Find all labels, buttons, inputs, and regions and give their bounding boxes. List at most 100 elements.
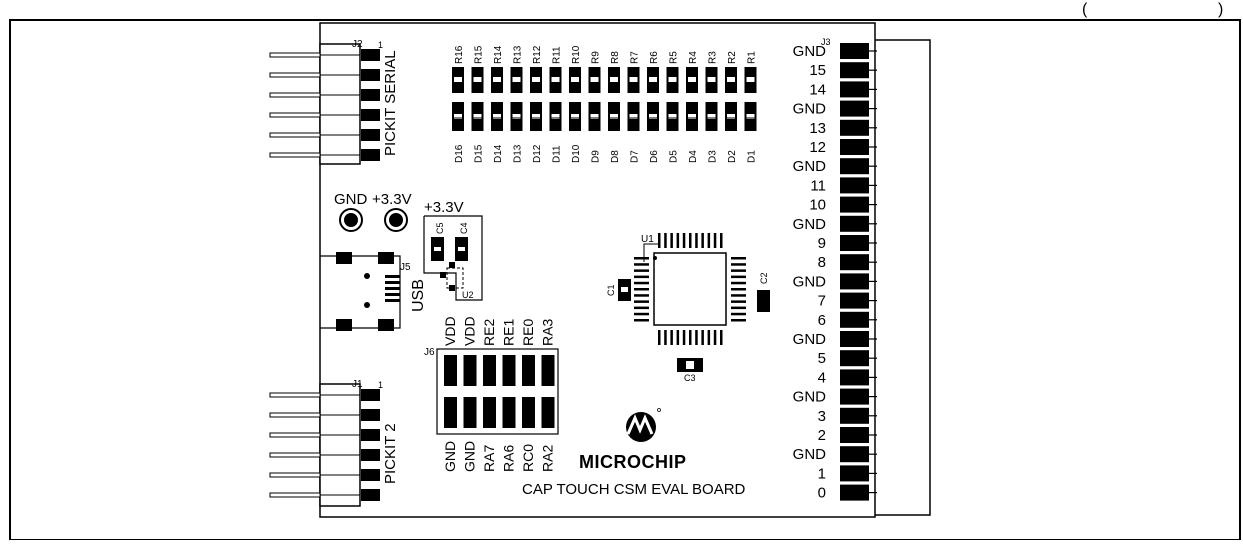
led-label: D8 [610, 150, 621, 163]
u1-pin [731, 312, 746, 316]
j3-header-outline [875, 39, 931, 516]
usb-pins [385, 275, 400, 302]
j1-pin [269, 389, 380, 401]
led [647, 102, 659, 131]
j2-pin1: 1 [378, 40, 383, 50]
resistor-label: R7 [630, 51, 641, 64]
led-label: D14 [493, 144, 504, 163]
u2-label: U2 [462, 290, 474, 300]
u1-pin [695, 233, 698, 248]
u1-corner-mark [643, 243, 660, 262]
capacitor-c3 [677, 358, 703, 372]
u1-pin [634, 300, 649, 303]
j3-pin-label: 2 [818, 427, 826, 444]
j3-pin [840, 484, 877, 501]
led-label: D12 [532, 144, 543, 163]
u1-pin [701, 233, 704, 248]
resistor-label: R4 [688, 51, 699, 64]
led [549, 102, 562, 131]
j6-pin-top [444, 355, 457, 386]
board-title: CAP TOUCH CSM EVAL BOARD [522, 481, 746, 498]
u1-pin [695, 330, 698, 345]
u1-pin [676, 330, 680, 345]
led-label: D16 [454, 144, 465, 163]
j6-ref: J6 [424, 347, 435, 358]
u1-pin [682, 233, 686, 248]
capacitor-c1 [618, 279, 631, 301]
j3-pin-label: GND [793, 216, 827, 233]
resistor-label: R15 [474, 45, 485, 64]
resistor-label: R11 [552, 46, 563, 64]
resistor-label: R2 [727, 51, 738, 64]
resistor [530, 67, 542, 93]
led [705, 102, 718, 131]
j3-pin-label: GND [793, 273, 827, 290]
led-label: D6 [649, 150, 660, 163]
usb-outline [320, 255, 401, 329]
j3-pin [840, 139, 877, 155]
led [725, 102, 737, 131]
j3-pin-label: 13 [809, 120, 826, 137]
resistor [452, 67, 464, 93]
j1-pin [269, 409, 380, 421]
u1-pin [731, 263, 746, 266]
u1-pin [682, 330, 686, 345]
u1-body [653, 252, 727, 326]
j2-pin [269, 129, 380, 141]
led [608, 102, 620, 131]
j3-pin [840, 427, 877, 443]
usb-tab-bl [336, 319, 352, 331]
j3-pin-label: 3 [818, 408, 826, 425]
j6-pin-top [463, 355, 477, 386]
header-fragment-left: ( [1082, 1, 1088, 18]
j6-bottom-label: RA6 [501, 445, 517, 472]
j6-bottom-label: RA2 [540, 445, 556, 472]
u1-pin [707, 330, 711, 345]
u1-label: U1 [641, 234, 654, 245]
led-label: D3 [708, 150, 719, 163]
resistor [588, 67, 601, 93]
j6-bottom-label: GND [442, 441, 458, 472]
j3-pin [840, 331, 877, 347]
j6-bottom-label: RA7 [481, 445, 497, 472]
resistor-label: R12 [532, 45, 543, 64]
j2-pin [269, 109, 380, 121]
u1-pin [670, 330, 673, 345]
tp-gnd-label: GND [334, 191, 368, 208]
j3-pin [840, 446, 877, 463]
j6-pin-bottom [502, 397, 516, 428]
u1-pin1-dot [653, 256, 657, 260]
j2-housing [319, 43, 361, 165]
resistor-label: R13 [513, 45, 524, 64]
tp-3v3-label: +3.3V [372, 191, 412, 208]
usb-signal-pin [385, 299, 400, 302]
resistor [491, 67, 503, 93]
j3-pin [840, 369, 877, 386]
resistor [705, 67, 718, 93]
j6-top-label: RE1 [501, 319, 517, 346]
c1-label: C1 [606, 284, 616, 296]
led-label: D4 [688, 150, 699, 163]
j6-pin-top [502, 355, 516, 386]
led [686, 102, 698, 131]
regulator-label: +3.3V [424, 199, 464, 216]
j3-pin-label: 9 [818, 235, 826, 252]
j1-ref: J1 [352, 379, 363, 390]
resistor-label: R9 [591, 51, 602, 64]
led-label: D2 [727, 150, 738, 163]
led-label: D9 [591, 150, 602, 163]
j3-pin-label: 8 [818, 254, 826, 271]
resistor-label: R6 [649, 51, 660, 64]
led [744, 102, 757, 131]
j3-pin [840, 235, 877, 251]
j3-pin-label: 4 [818, 369, 826, 386]
led-label: D11 [552, 145, 563, 163]
resistor-label: R1 [747, 51, 758, 64]
j3-pin-label: GND [793, 446, 827, 463]
j5-ref: J5 [400, 262, 411, 273]
resistor [627, 67, 640, 93]
j3-pin-label: GND [793, 43, 827, 60]
j3-pin-label: GND [793, 331, 827, 348]
